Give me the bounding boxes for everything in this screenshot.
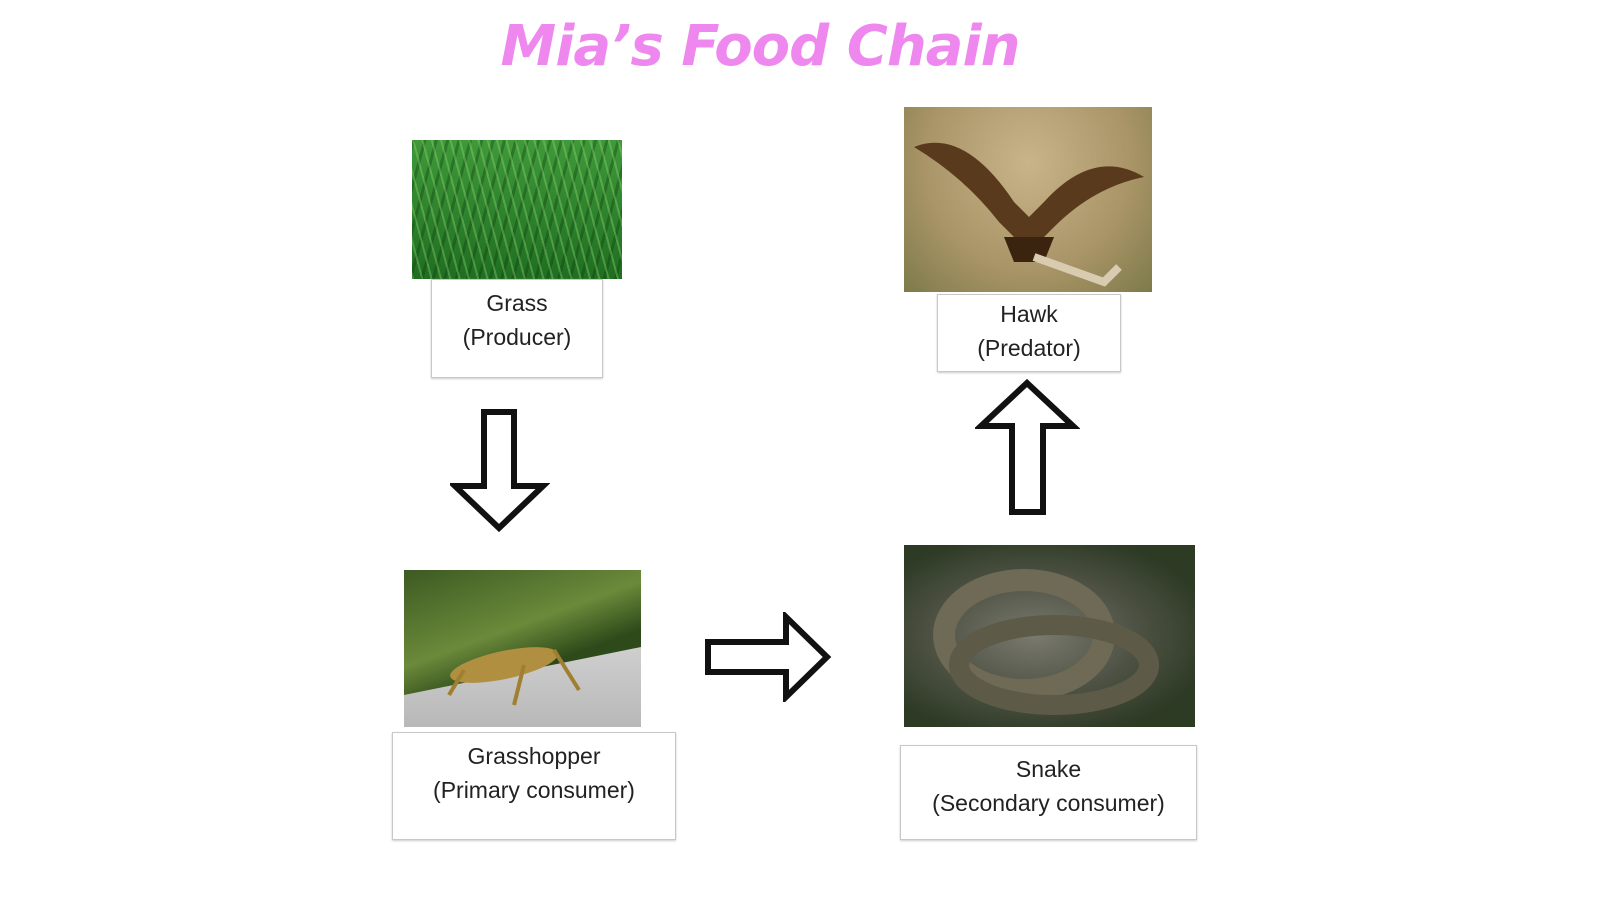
hawk-label: Hawk (Predator) xyxy=(937,294,1121,372)
grass-label: Grass (Producer) xyxy=(431,279,603,378)
hawk-name: Hawk xyxy=(1000,301,1058,327)
grasshopper-name: Grasshopper xyxy=(467,743,601,769)
grasshopper-role: (Primary consumer) xyxy=(433,777,635,803)
hawk-image xyxy=(904,107,1152,292)
grasshopper-label: Grasshopper (Primary consumer) xyxy=(392,732,676,840)
grass-role: (Producer) xyxy=(462,324,572,350)
snake-role: (Secondary consumer) xyxy=(932,790,1165,816)
snake-name: Snake xyxy=(1015,756,1082,782)
grasshopper-image xyxy=(404,570,641,727)
snake-label: Snake (Secondary consumer) xyxy=(900,745,1197,840)
arrow-right-icon xyxy=(705,612,832,702)
snake-image xyxy=(904,545,1195,727)
diagram-title: Mia’s Food Chain xyxy=(500,14,1020,79)
grasshopper-illustration xyxy=(447,647,581,706)
arrow-down-icon xyxy=(450,409,550,533)
hawk-role: (Predator) xyxy=(977,335,1081,361)
arrow-up-icon xyxy=(975,378,1080,515)
grass-name: Grass xyxy=(486,290,548,316)
hawk-illustration xyxy=(914,142,1144,287)
snake-illustration xyxy=(933,569,1159,715)
grass-image xyxy=(412,140,622,279)
